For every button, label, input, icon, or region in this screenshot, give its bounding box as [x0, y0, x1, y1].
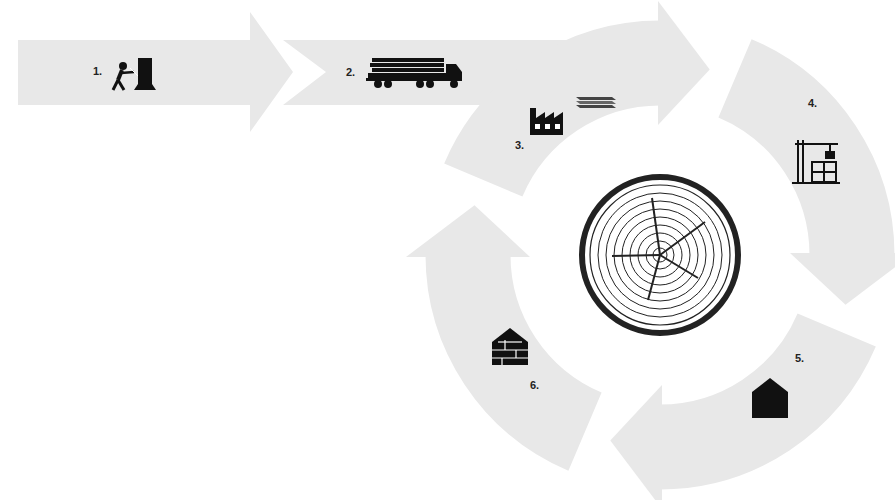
cycle-arrow — [468, 255, 585, 432]
step-number: 2. — [346, 67, 355, 78]
log-truck-icon — [366, 58, 462, 88]
dismantled-house-icon — [492, 328, 528, 365]
house-icon — [752, 378, 788, 418]
cycle-arrow — [735, 78, 852, 255]
cycle-arrowhead — [790, 253, 895, 305]
tree-rings — [582, 177, 738, 333]
cycle-arrow — [660, 330, 837, 447]
cycle-arrowhead — [658, 1, 710, 125]
cycle-arrowhead — [406, 205, 530, 257]
step-number: 5. — [795, 353, 804, 364]
step-number: 3. — [515, 140, 524, 151]
lumberjack-icon — [113, 58, 156, 90]
cycle-arrowhead — [610, 385, 662, 500]
arrow-band — [18, 12, 293, 132]
step-number: 4. — [808, 98, 817, 109]
cycle-arrow — [483, 63, 660, 180]
construction-icon — [792, 140, 840, 183]
step-number: 6. — [530, 380, 539, 391]
step-number: 1. — [93, 66, 102, 77]
sawmill-icon — [530, 97, 616, 135]
